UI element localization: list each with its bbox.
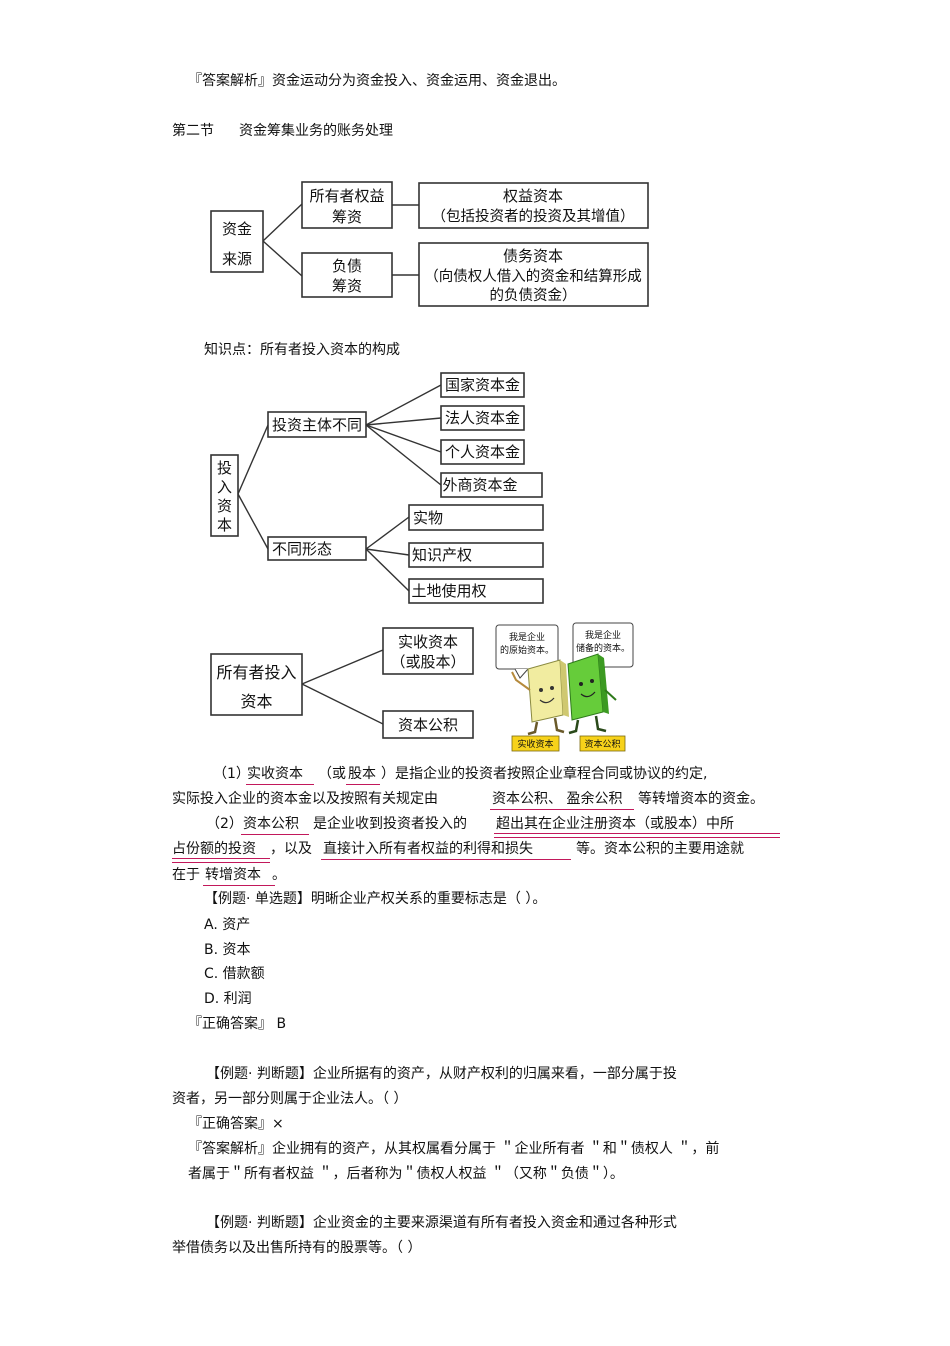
para2-prefix: （2） bbox=[206, 816, 243, 832]
root-line2: 来源 bbox=[222, 250, 252, 268]
svg-text:法人资本金: 法人资本金 bbox=[445, 409, 520, 427]
tag-right-label: 资本公积 bbox=[584, 738, 620, 750]
example2-answer: 『正确答案』× bbox=[188, 1116, 284, 1132]
para2-term-gains: 直接计入所有者权益的利得和损失 bbox=[323, 841, 533, 857]
svg-text:实物: 实物 bbox=[413, 509, 443, 527]
example2-question-line2: 资者，另一部分则属于企业法人。（ ） bbox=[172, 1091, 408, 1107]
svg-text:土地使用权: 土地使用权 bbox=[411, 582, 486, 600]
underline bbox=[203, 885, 275, 886]
liab-line1: 负债 bbox=[332, 257, 362, 275]
svg-text:入: 入 bbox=[217, 478, 232, 496]
svg-text:资本: 资本 bbox=[240, 692, 272, 711]
para2-term-convert: 转增资本 bbox=[205, 867, 261, 883]
para2-line3-end: 。 bbox=[272, 867, 286, 883]
underline bbox=[246, 784, 314, 785]
option-a: A. 资产 bbox=[204, 917, 251, 933]
example2-question-line1: 【例题· 判断题】企业所据有的资产，从财产权利的归属来看，一部分属于投 bbox=[206, 1066, 677, 1082]
svg-text:投资主体不同: 投资主体不同 bbox=[272, 416, 362, 434]
svg-text:实收资本: 实收资本 bbox=[398, 633, 458, 651]
example2-analysis-line1: 『答案解析』企业拥有的资产，从其权属看分属于 ＂企业所有者 ＂和＂债权人 ＂，前 bbox=[188, 1141, 720, 1157]
legal-person-capital-box bbox=[440, 405, 525, 431]
equity-capital-box bbox=[418, 182, 649, 229]
paid-in-capital-box bbox=[382, 627, 474, 675]
by-investor-box bbox=[267, 411, 367, 438]
foreign-capital-box bbox=[440, 472, 543, 498]
para2-line3: 在于 bbox=[172, 867, 200, 883]
owner-line1: 所有者权益 bbox=[309, 187, 384, 205]
option-b: B. 资本 bbox=[204, 942, 251, 958]
equity-line1: 权益资本 bbox=[503, 187, 563, 205]
individual-capital-box bbox=[440, 439, 525, 465]
capital-reserve-box bbox=[382, 710, 474, 739]
para2-and: ，以及 bbox=[270, 841, 312, 857]
example3-question-line1: 【例题· 判断题】企业资金的主要来源渠道有所有者投入资金和通过各种形式 bbox=[206, 1215, 677, 1231]
para2-text: 是企业收到投资者投入的 bbox=[313, 816, 467, 832]
debt-line2: （向债权人借入的资金和结算形成 bbox=[424, 268, 642, 285]
equity-line2: （包括投资者的投资及其增值） bbox=[432, 208, 635, 225]
para1-prefix: （1） bbox=[213, 766, 250, 782]
para1-term-share: 股本 bbox=[348, 766, 376, 782]
bubble-left-line1: 我是企业 bbox=[509, 631, 545, 643]
option-d: D. 利润 bbox=[204, 991, 252, 1007]
tag-left-label: 实收资本 bbox=[517, 738, 553, 750]
para1-line2: 实际投入企业的资本金以及按照有关规定由 bbox=[172, 791, 438, 807]
example1-answer: 『正确答案』 B bbox=[188, 1016, 287, 1032]
option-c: C. 借款额 bbox=[204, 966, 265, 982]
svg-text:资: 资 bbox=[217, 497, 232, 515]
svg-text:个人资本金: 个人资本金 bbox=[445, 443, 520, 461]
intellectual-property-box bbox=[408, 542, 544, 568]
owner-line2: 筹资 bbox=[332, 208, 362, 226]
svg-text:所有者投入: 所有者投入 bbox=[216, 663, 296, 682]
invested-capital-diagram: 投 入 资 本 投资主体不同 国家资本金 法人资本金 个人资本金 外商资本金 不… bbox=[210, 372, 544, 604]
debt-line1: 债务资本 bbox=[503, 247, 563, 265]
bubble-right-line2: 储备的资本。 bbox=[576, 642, 630, 654]
example3-question-line2: 举借债务以及出售所持有的股票等。（ ） bbox=[172, 1240, 422, 1256]
land-use-right-box bbox=[408, 578, 544, 604]
example1-question: 【例题· 单选题】明晰企业产权关系的重要标志是（ ）。 bbox=[204, 891, 547, 907]
cartoon-illustration: 我是企业 的原始资本。 我是企业 储备的资本。 实收资本 资本公积 bbox=[495, 622, 634, 752]
para2-term-share: 占份额的投资 bbox=[172, 841, 256, 857]
section-title: 资金筹集业务的账务处理 bbox=[239, 123, 393, 139]
para1-term-reserves: 资本公积、 盈余公积 bbox=[492, 791, 623, 807]
svg-text:（或股本）: （或股本） bbox=[390, 653, 465, 671]
section-number: 第二节 bbox=[172, 123, 214, 139]
svg-text:外商资本金: 外商资本金 bbox=[442, 476, 517, 494]
debt-line3: 的负债资金） bbox=[490, 287, 577, 304]
physical-asset-box bbox=[408, 504, 544, 531]
para1-line2-end: 等转增资本的资金。 bbox=[638, 791, 764, 807]
bubble-left-line2: 的原始资本。 bbox=[500, 644, 554, 656]
svg-text:知识产权: 知识产权 bbox=[412, 546, 472, 564]
para2-text2: 等。资本公积的主要用途就 bbox=[576, 841, 744, 857]
double-underline bbox=[172, 858, 270, 863]
double-underline bbox=[494, 833, 780, 838]
answer-analysis-line: 『答案解析』资金运动分为资金投入、资金运用、资金退出。 bbox=[188, 73, 566, 89]
svg-text:国家资本金: 国家资本金 bbox=[445, 376, 520, 394]
root-line1: 资金 bbox=[222, 220, 252, 238]
liability-financing-box bbox=[301, 252, 393, 298]
svg-text:本: 本 bbox=[217, 516, 232, 534]
knowledge-point: 知识点：所有者投入资本的构成 bbox=[204, 342, 400, 358]
para2-term-excess: 超出其在企业注册资本（或股本）中所 bbox=[496, 816, 734, 832]
para1-or: （或 bbox=[318, 766, 346, 782]
para2-term-reserve: 资本公积 bbox=[243, 816, 299, 832]
svg-text:资本公积: 资本公积 bbox=[398, 716, 458, 734]
svg-text:不同形态: 不同形态 bbox=[272, 540, 332, 558]
underline bbox=[346, 784, 380, 785]
example2-analysis-line2: 者属于＂所有者权益 ＂，后者称为＂债权人权益 ＂（又称＂负债＂）。 bbox=[188, 1166, 624, 1182]
para1-text: ）是指企业的投资者按照企业章程合同或协议的约定, bbox=[381, 766, 708, 782]
underline bbox=[321, 859, 571, 860]
root-vertical-box bbox=[210, 454, 239, 537]
capital-source-diagram: 资金 来源 所有者权益 筹资 权益资本 （包括投资者的投资及其增值） 负债 筹资… bbox=[210, 181, 649, 307]
svg-text:投: 投 bbox=[217, 459, 232, 477]
para1-term-paid-in: 实收资本 bbox=[247, 766, 303, 782]
liab-line2: 筹资 bbox=[332, 277, 362, 295]
bubble-right-line1: 我是企业 bbox=[585, 629, 621, 641]
underline bbox=[241, 834, 309, 835]
underline bbox=[490, 809, 634, 810]
owner-capital-diagram: 所有者投入 资本 实收资本 （或股本） 资本公积 我是企业 的原始资本。 我是企… bbox=[210, 622, 634, 752]
state-capital-box bbox=[440, 372, 525, 398]
debt-capital-box bbox=[418, 242, 649, 307]
